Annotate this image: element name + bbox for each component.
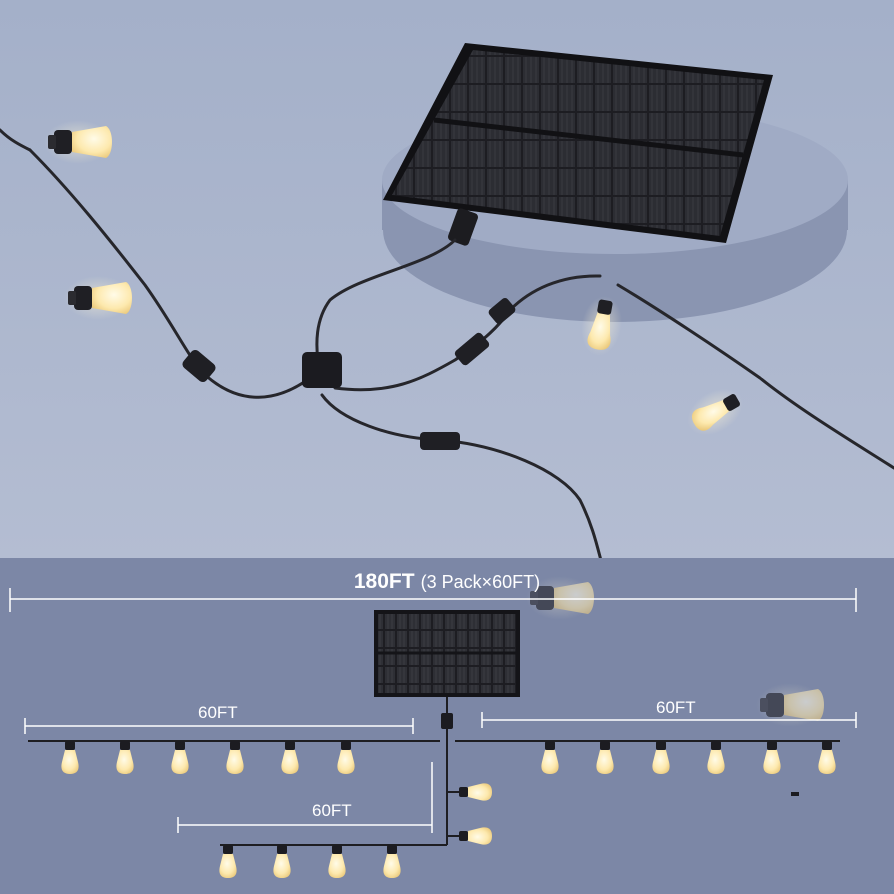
cap-icon	[791, 792, 799, 796]
pack-note: (3 Pack×60FT)	[420, 572, 541, 592]
total-length-label: 180FT(3 Pack×60FT)	[0, 570, 894, 594]
right-strand-length: 60FT	[656, 698, 696, 717]
splitter-small-icon	[441, 713, 453, 729]
solar-panel-icon	[383, 43, 773, 246]
solar-panel-small-icon	[374, 610, 520, 697]
bottom-strand-length: 60FT	[312, 801, 352, 820]
connector-icon	[182, 298, 516, 450]
dimension-lines	[9, 588, 857, 833]
total-length-value: 180FT	[353, 570, 415, 593]
splitter-icon	[302, 352, 342, 388]
left-strand-length: 60FT	[198, 703, 238, 722]
